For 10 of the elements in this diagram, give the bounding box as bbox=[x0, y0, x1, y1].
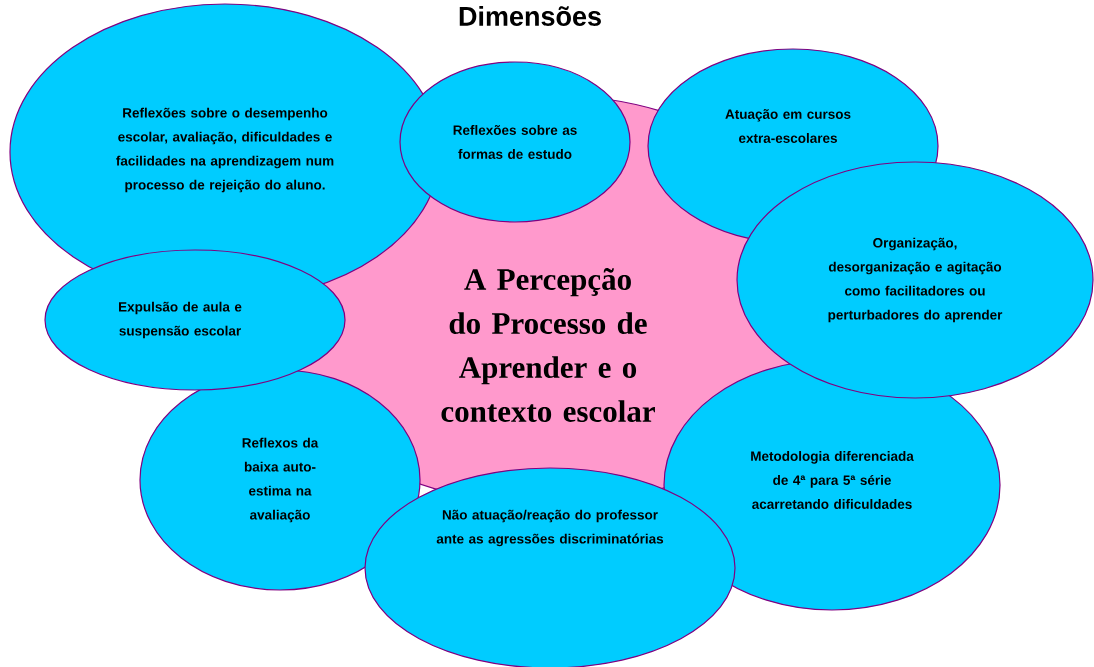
bubble-text: Expulsão de aula e suspensão escolar bbox=[119, 301, 242, 339]
bubble-text: Reflexões sobre as formas de estudo bbox=[453, 125, 577, 159]
bubble-text: Metodologia diferenciada de 4ª para 5ª série acarretando dificuldades bbox=[751, 451, 914, 509]
bubble-text: Reflexos da baixa auto-estima na avaliação bbox=[242, 437, 319, 523]
title: Dimensões bbox=[459, 6, 601, 26]
bubble-text: Não atuação/reação do professor ante as agressões discriminatórias bbox=[436, 509, 664, 547]
bubble-text: Organização, desorganização e agitação como facilitadores ou perturbadores do aprender bbox=[828, 237, 1003, 323]
bubble-text: Atuação em cursos extra-escolares bbox=[725, 109, 851, 143]
bubble-text: Reflexões sobre o desempenho escolar, avaliação, dificuldades e facilidades na aprendizagem num processo de rejeição do aluno. bbox=[116, 107, 334, 193]
bubble-text: A Percepção do Processo de Aprender e o contexto escolar bbox=[441, 268, 655, 422]
